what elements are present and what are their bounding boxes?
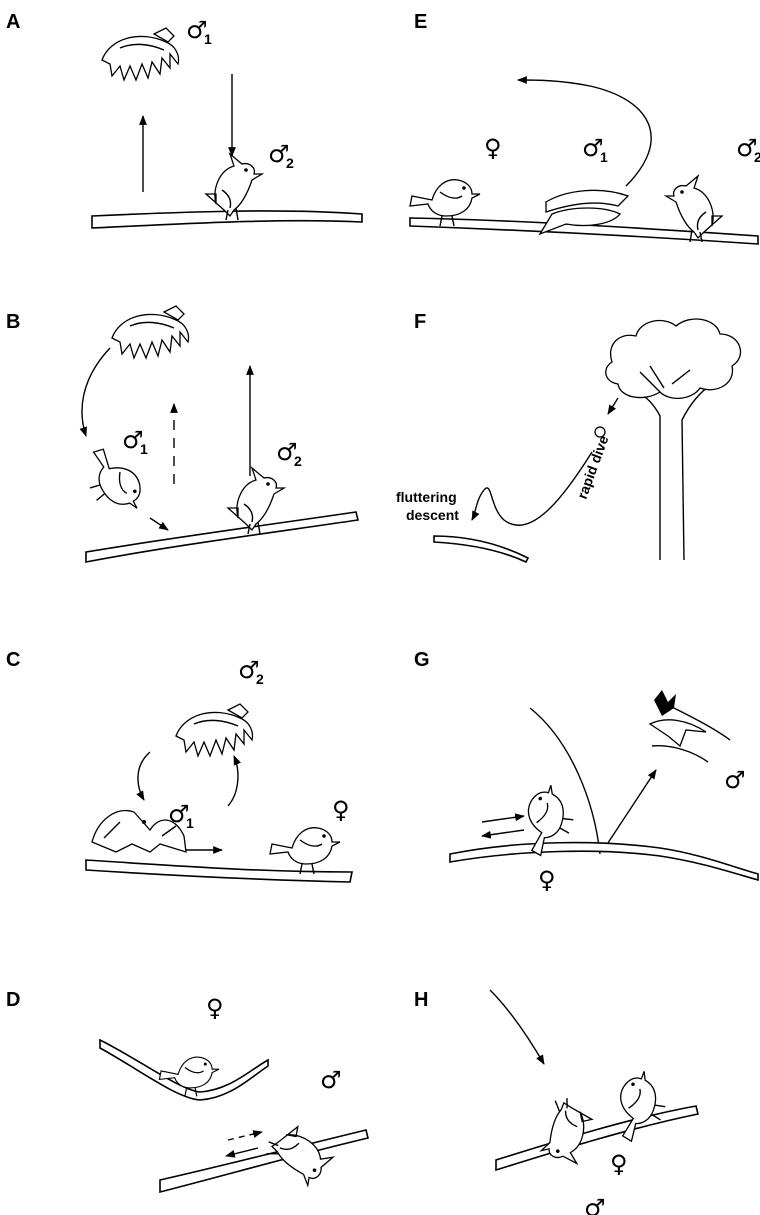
curved-arrow: [228, 756, 238, 806]
panel-e: E ♀ ♂ 1 ♂ 2: [410, 11, 760, 244]
panel-label-g: G: [414, 649, 430, 671]
perched-female-illustration: [607, 1066, 674, 1148]
panel-label-b: B: [6, 311, 20, 333]
branch: [86, 512, 358, 562]
panel-label-d: D: [6, 989, 20, 1011]
panel-label-a: A: [6, 11, 20, 33]
panel-h: H ♀ ♂: [414, 989, 698, 1215]
curved-arrow: [518, 80, 651, 186]
up-arrow: [602, 770, 656, 852]
fluttering-descent-label-1: fluttering: [396, 489, 457, 505]
male-symbol: ♂: [584, 1194, 606, 1215]
male-index: 2: [294, 453, 302, 469]
curved-arrow: [82, 348, 110, 436]
male-index: 1: [600, 149, 608, 165]
male-symbol: ♂: [724, 766, 746, 794]
forward-arrow: [482, 816, 524, 822]
flying-bird-illustration: [102, 28, 179, 80]
flying-bird-illustration: [176, 704, 253, 756]
male-index: 2: [286, 155, 294, 171]
return-arrow: [226, 1148, 258, 1156]
female-symbol: ♀: [538, 866, 556, 894]
male-symbol: ♂: [320, 1066, 342, 1094]
flying-bird-illustration: [112, 306, 189, 358]
flying-male-illustration: [650, 720, 708, 762]
dive-start-arrow: [608, 398, 618, 414]
dashed-arrow: [228, 1132, 262, 1140]
male-index: 2: [256, 671, 264, 687]
female-symbol: ♀: [332, 796, 350, 824]
male-index: 1: [140, 441, 148, 457]
perched-jay-illustration: [206, 154, 262, 220]
panel-g: G ♂ ♀: [414, 649, 758, 894]
male-index: 1: [204, 31, 212, 47]
approach-arrow: [490, 990, 544, 1064]
female-symbol: ♀: [206, 994, 224, 1022]
male-index: 1: [186, 815, 194, 831]
lower-branch: [160, 1130, 368, 1192]
panel-d: D ♀ ♂: [6, 989, 368, 1192]
approach-arrow: [150, 518, 168, 530]
male-index: 2: [754, 149, 760, 165]
panel-b: B ♂ 1 ♂ 2: [6, 306, 358, 562]
branch: [496, 1106, 698, 1170]
panel-label-c: C: [6, 649, 20, 671]
curved-arrow: [138, 752, 150, 800]
tree-illustration: [606, 319, 741, 560]
panel-label-f: F: [414, 311, 426, 333]
branch: [434, 536, 528, 562]
branch: [450, 843, 758, 880]
female-symbol: ♀: [484, 134, 502, 162]
panel-c: C ♂ 2 ♂ 1 ♀: [6, 649, 352, 882]
panel-f: F rapid dive fluttering descent: [396, 311, 741, 562]
back-arrow: [482, 830, 524, 836]
rapid-dive-label: rapid dive: [574, 433, 612, 501]
panel-a: A ♂ 1 ♂ 2: [6, 11, 362, 228]
panel-label-e: E: [414, 11, 427, 33]
flight-path: [472, 452, 592, 525]
panel-label-h: H: [414, 989, 428, 1011]
fluttering-descent-label-2: descent: [406, 507, 459, 523]
perched-female-illustration: [270, 828, 340, 874]
female-symbol: ♀: [610, 1150, 628, 1178]
